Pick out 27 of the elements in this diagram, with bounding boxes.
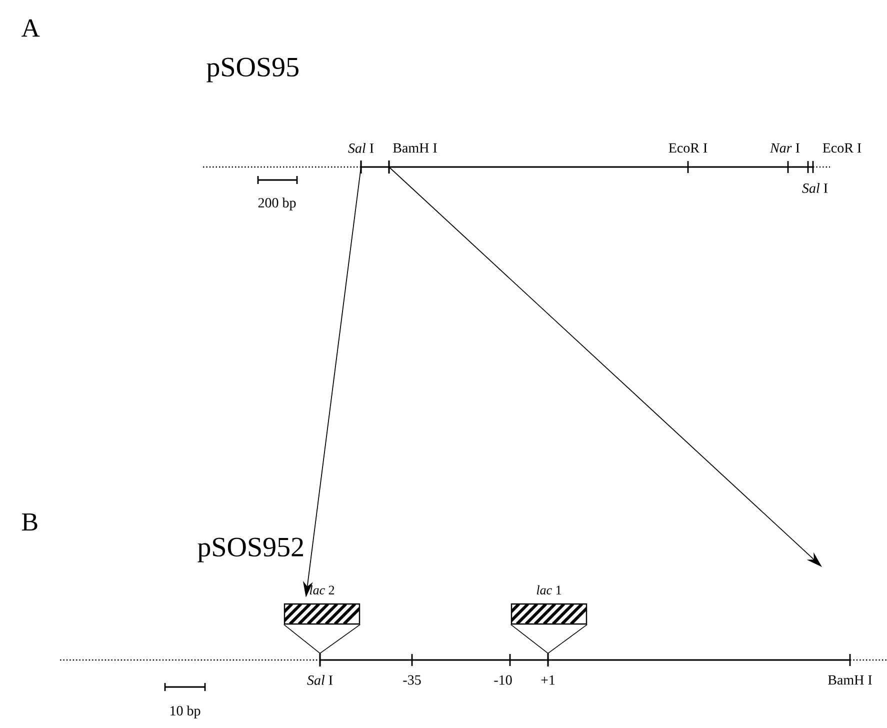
- insertion-line: [284, 624, 320, 654]
- site-label: BamH I: [393, 143, 437, 153]
- site-label: EcoR I: [822, 143, 862, 153]
- plasmid-name: pSOS952: [198, 538, 303, 562]
- site-label: EcoR I: [668, 143, 708, 153]
- position-label: -35: [403, 675, 421, 685]
- site-tick: [547, 654, 549, 666]
- scale-label: 200 bp: [258, 198, 296, 210]
- site-tick: [319, 654, 321, 666]
- node-label: lac 2: [310, 585, 334, 594]
- position-label: -10: [494, 675, 512, 685]
- site-label: BamH I: [828, 675, 872, 685]
- insertion-line: [510, 624, 548, 654]
- scale-label: 10 bp: [170, 706, 200, 718]
- site-tick: [360, 160, 362, 174]
- position-label: +1: [541, 675, 555, 685]
- hatched-box: lac 2: [284, 585, 360, 625]
- site-label: Sal I: [802, 183, 828, 193]
- node-label: lac 1: [536, 585, 562, 594]
- hatched-box: lac 1: [510, 585, 588, 625]
- panel-letter: B: [22, 513, 38, 531]
- site-tick: [388, 160, 390, 174]
- panel-letter: A: [21, 19, 40, 37]
- site-label: Sal I: [307, 675, 333, 685]
- site-label: Sal I: [348, 143, 374, 153]
- site-label: Nar I: [770, 143, 800, 153]
- plasmid-name: pSOS95: [206, 58, 298, 82]
